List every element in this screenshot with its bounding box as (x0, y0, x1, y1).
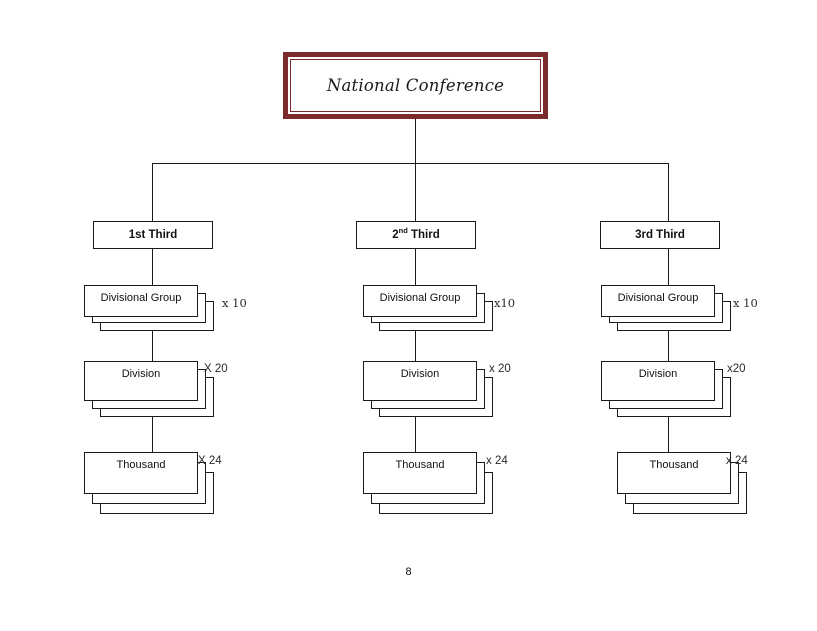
connector-root-trunk (415, 119, 416, 163)
multiplier-first-third-division: X 20 (204, 363, 228, 375)
multiplier-third-third-division: x20 (727, 363, 746, 375)
node-second-third[interactable]: 2nd Third (356, 221, 476, 249)
connector-second-third-to-divisional-group (415, 249, 416, 285)
multiplier-second-third-divisional-group: x10 (494, 296, 516, 310)
multiplier-third-third-divisional-group: x 10 (733, 296, 758, 310)
connector-third-divisional-group-to-division (668, 331, 669, 361)
stack-sheet-front[interactable]: Division (601, 361, 715, 401)
stack-sheet-front[interactable]: Division (84, 361, 198, 401)
connector-first-divisional-group-to-division (152, 331, 153, 361)
node-national-conference-inner-border: National Conference (290, 59, 541, 112)
node-national-conference-label: National Conference (326, 76, 505, 95)
stack-label-thousand: Thousand (395, 459, 445, 471)
stack-sheet-front[interactable]: Divisional Group (601, 285, 715, 317)
stack-second-third-division[interactable]: Division (363, 361, 493, 417)
stack-third-third-divisional-group[interactable]: Divisional Group (601, 285, 731, 331)
stack-third-third-division[interactable]: Division (601, 361, 731, 417)
stack-first-third-thousand[interactable]: Thousand (84, 452, 214, 514)
connector-first-third-to-divisional-group (152, 249, 153, 285)
node-third-third[interactable]: 3rd Third (600, 221, 720, 249)
stack-label-divisional-group: Divisional Group (100, 292, 182, 304)
stack-sheet-front[interactable]: Thousand (84, 452, 198, 494)
connector-third-third-to-divisional-group (668, 249, 669, 285)
stack-label-division: Division (638, 368, 678, 380)
connector-first-division-to-thousand (152, 417, 153, 452)
connector-drop-branch-3 (668, 163, 669, 221)
node-second-third-label: 2nd Third (392, 226, 440, 241)
stack-label-divisional-group: Divisional Group (379, 292, 461, 304)
node-second-third-superscript: nd (398, 226, 408, 236)
stack-first-third-division[interactable]: Division (84, 361, 214, 417)
stack-sheet-front[interactable]: Thousand (363, 452, 477, 494)
connector-second-divisional-group-to-division (415, 331, 416, 361)
connector-second-division-to-thousand (415, 417, 416, 452)
stack-sheet-front[interactable]: Divisional Group (84, 285, 198, 317)
node-national-conference[interactable]: National Conference (283, 52, 548, 119)
stack-sheet-front[interactable]: Division (363, 361, 477, 401)
connector-horizontal-bus (152, 163, 669, 164)
connector-drop-branch-1 (152, 163, 153, 221)
multiplier-first-third-thousand: X 24 (198, 455, 222, 467)
multiplier-second-third-division: x 20 (489, 363, 511, 375)
stack-label-thousand: Thousand (649, 459, 699, 471)
multiplier-third-third-thousand: x 24 (726, 455, 748, 467)
connector-third-division-to-thousand (668, 417, 669, 452)
multiplier-second-third-thousand: x 24 (486, 455, 508, 467)
connector-drop-branch-2 (415, 163, 416, 221)
stack-label-division: Division (121, 368, 161, 380)
stack-sheet-front[interactable]: Thousand (617, 452, 731, 494)
node-first-third[interactable]: 1st Third (93, 221, 213, 249)
stack-second-third-divisional-group[interactable]: Divisional Group (363, 285, 493, 331)
page-number: 8 (405, 566, 412, 578)
stack-label-division: Division (400, 368, 440, 380)
node-first-third-label: 1st Third (128, 229, 178, 241)
stack-label-thousand: Thousand (116, 459, 166, 471)
multiplier-first-third-divisional-group: x 10 (222, 296, 247, 310)
stack-label-divisional-group: Divisional Group (617, 292, 699, 304)
stack-first-third-divisional-group[interactable]: Divisional Group (84, 285, 214, 331)
stack-third-third-thousand[interactable]: Thousand (617, 452, 747, 514)
stack-second-third-thousand[interactable]: Thousand (363, 452, 493, 514)
stack-sheet-front[interactable]: Divisional Group (363, 285, 477, 317)
node-third-third-label: 3rd Third (635, 229, 685, 241)
